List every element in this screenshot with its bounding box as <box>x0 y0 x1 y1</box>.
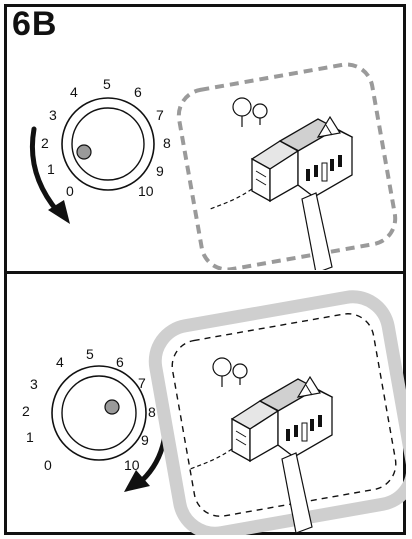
dial-number-10: 10 <box>138 183 154 199</box>
house-illustration <box>189 357 334 534</box>
dial-number-6: 6 <box>134 84 142 100</box>
dial-number-1: 1 <box>26 429 34 445</box>
rotation-arrow-counterclockwise <box>29 126 70 224</box>
dial-number-3: 3 <box>49 107 57 123</box>
panel-reduced-range: 0 1 2 3 4 5 6 7 8 9 10 <box>4 44 406 270</box>
dial-knob <box>71 107 145 181</box>
dial-number-0: 0 <box>66 183 74 199</box>
panel-divider <box>4 271 406 274</box>
dial-number-8: 8 <box>163 135 171 151</box>
figure-label: 6B <box>12 5 58 43</box>
dial-number-4: 4 <box>56 354 64 370</box>
dial-number-7: 7 <box>138 375 146 391</box>
dial-number-1: 1 <box>47 161 55 177</box>
house-illustration <box>209 97 354 270</box>
dial-number-9: 9 <box>156 163 164 179</box>
property-boundary <box>176 62 398 270</box>
dial-number-6: 6 <box>116 354 124 370</box>
dial-number-2: 2 <box>22 403 30 419</box>
dial-number-5: 5 <box>86 346 94 362</box>
dial-number-9: 9 <box>141 432 149 448</box>
panel-increased-range: 0 1 2 3 4 5 6 7 8 9 10 <box>4 274 406 535</box>
dial-number-10: 10 <box>124 457 140 473</box>
dial-number-4: 4 <box>70 84 78 100</box>
dial: 0 1 2 3 4 5 6 7 8 9 10 <box>41 76 171 199</box>
knob-indicator-dot <box>104 399 120 415</box>
panel-top-illustration: 0 1 2 3 4 5 6 7 8 9 10 <box>29 62 398 270</box>
dial-number-2: 2 <box>41 135 49 151</box>
dial: 0 1 2 3 4 5 6 7 8 9 10 <box>22 346 156 473</box>
dial-number-5: 5 <box>103 76 111 92</box>
dial-number-0: 0 <box>44 457 52 473</box>
dial-number-7: 7 <box>156 107 164 123</box>
knob-indicator-dot <box>76 144 92 160</box>
dial-number-8: 8 <box>148 404 156 420</box>
dial-number-3: 3 <box>30 376 38 392</box>
dial-knob <box>61 375 137 451</box>
panel-bottom-illustration: 0 1 2 3 4 5 6 7 8 9 10 <box>22 290 406 535</box>
property-boundary <box>171 313 397 517</box>
